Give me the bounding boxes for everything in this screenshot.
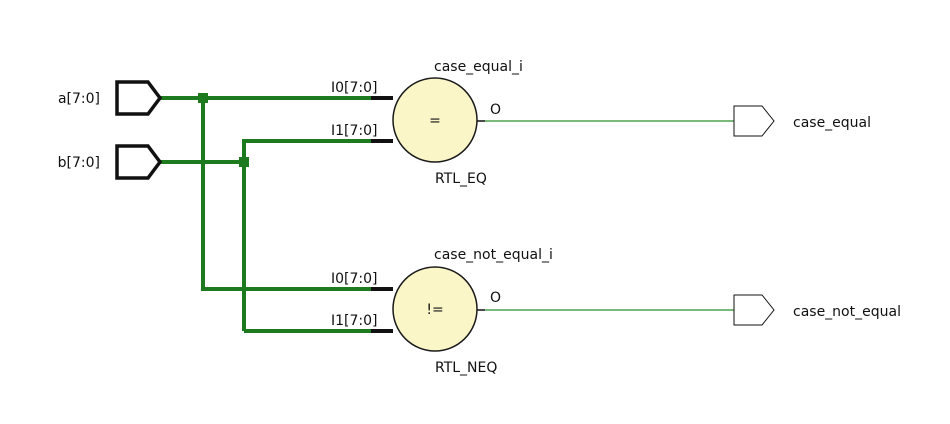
junction-dot-b — [239, 157, 249, 167]
pin-label-o: O — [490, 290, 501, 306]
input-port-label: a[7:0] — [58, 91, 100, 107]
pin-label-i1: I1[7:0] — [331, 313, 378, 329]
input-port-arrow-icon — [115, 80, 163, 116]
input-port-a[interactable]: a[7:0] — [58, 80, 163, 116]
cell-case-not-equal-i[interactable]: case_not_equal_i != I0[7:0] I1[7:0] O RT… — [331, 247, 553, 376]
output-port-case-equal[interactable]: case_equal — [733, 105, 871, 137]
pin-label-o: O — [490, 102, 501, 118]
output-port-label: case_equal — [793, 115, 871, 131]
cell-symbol: = — [429, 113, 441, 129]
wire-b-branch[interactable] — [242, 139, 371, 331]
pin-stubs — [371, 96, 485, 333]
cell-type: RTL_NEQ — [435, 360, 497, 376]
output-port-case-not-equal[interactable]: case_not_equal — [733, 294, 901, 326]
cell-symbol: != — [426, 302, 443, 318]
input-port-label: b[7:0] — [58, 155, 100, 171]
output-port-arrow-icon — [733, 294, 775, 326]
bus-wires — [160, 96, 371, 333]
cell-type: RTL_EQ — [435, 171, 487, 187]
cell-instance-name: case_not_equal_i — [434, 247, 553, 263]
cell-instance-name: case_equal_i — [434, 59, 523, 75]
input-port-b[interactable]: b[7:0] — [58, 144, 163, 180]
junction-dot-a — [198, 93, 208, 103]
output-port-label: case_not_equal — [793, 304, 901, 320]
pin-label-i0: I0[7:0] — [331, 80, 378, 96]
pin-label-i0: I0[7:0] — [331, 271, 378, 287]
cell-case-equal-i[interactable]: case_equal_i = I0[7:0] I1[7:0] O RTL_EQ — [331, 59, 523, 187]
output-port-arrow-icon — [733, 105, 775, 137]
equality-operator-icon — [392, 77, 478, 163]
input-port-arrow-icon — [115, 144, 163, 180]
inequality-operator-icon — [392, 266, 478, 352]
pin-label-i1: I1[7:0] — [331, 123, 378, 139]
